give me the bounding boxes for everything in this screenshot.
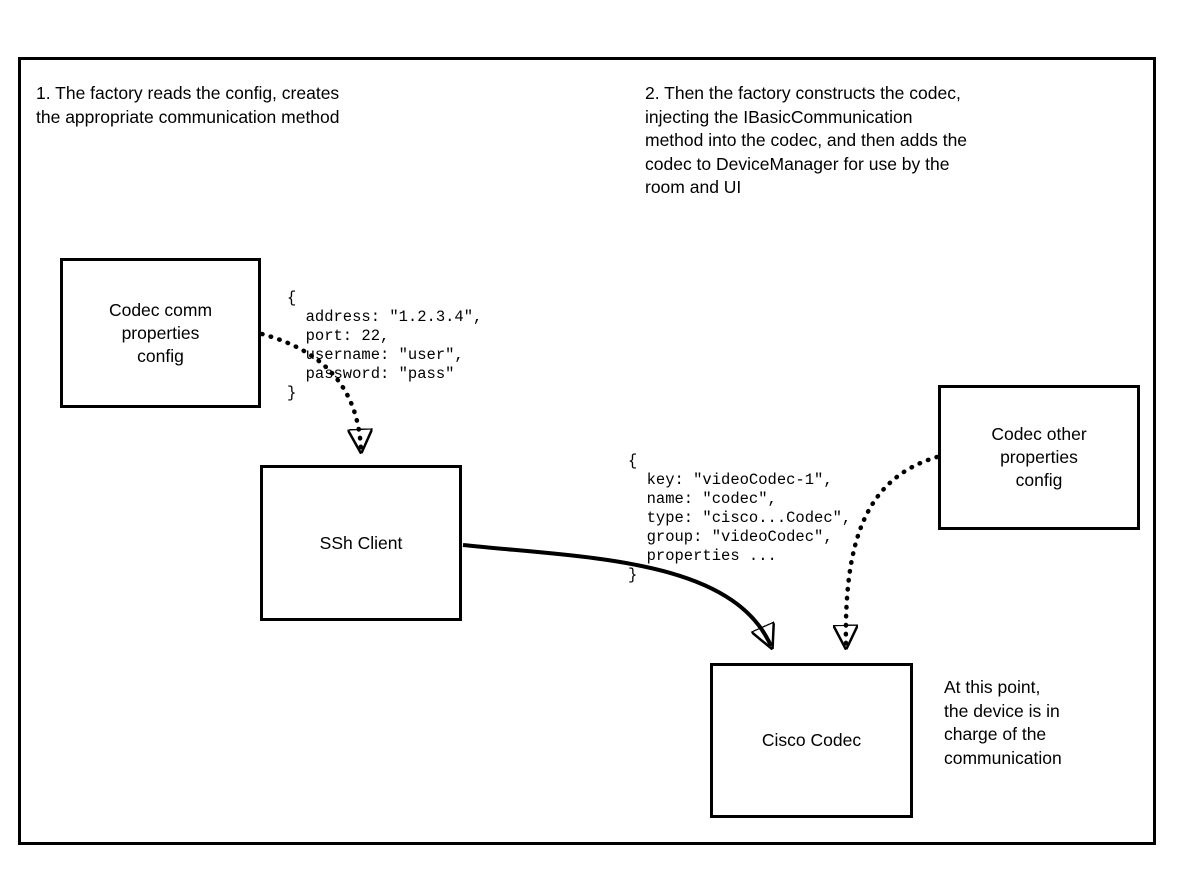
node-cisco-codec: Cisco Codec (710, 663, 913, 818)
node-label-cisco-codec: Cisco Codec (761, 730, 862, 750)
node-ssh-client: SSh Client (260, 465, 462, 621)
code-comm-properties-json: { address: "1.2.3.4", port: 22, username… (287, 289, 483, 402)
note-step-2: 2. Then the factory constructs the codec… (645, 83, 968, 197)
node-codec-other-properties-config: Codec other properties config (938, 385, 1140, 530)
node-codec-comm-properties-config: Codec comm properties config (60, 258, 261, 408)
node-label-codec-other-properties-config: Codec other properties config (991, 424, 1087, 490)
note-result: At this point, the device is in charge o… (944, 677, 1062, 768)
node-label-ssh-client: SSh Client (319, 532, 403, 553)
code-codec-properties-json: { key: "videoCodec-1", name: "codec", ty… (628, 452, 852, 584)
node-label-codec-comm-properties-config: Codec comm properties config (108, 299, 213, 366)
note-step-1: 1. The factory reads the config, creates… (36, 83, 340, 127)
